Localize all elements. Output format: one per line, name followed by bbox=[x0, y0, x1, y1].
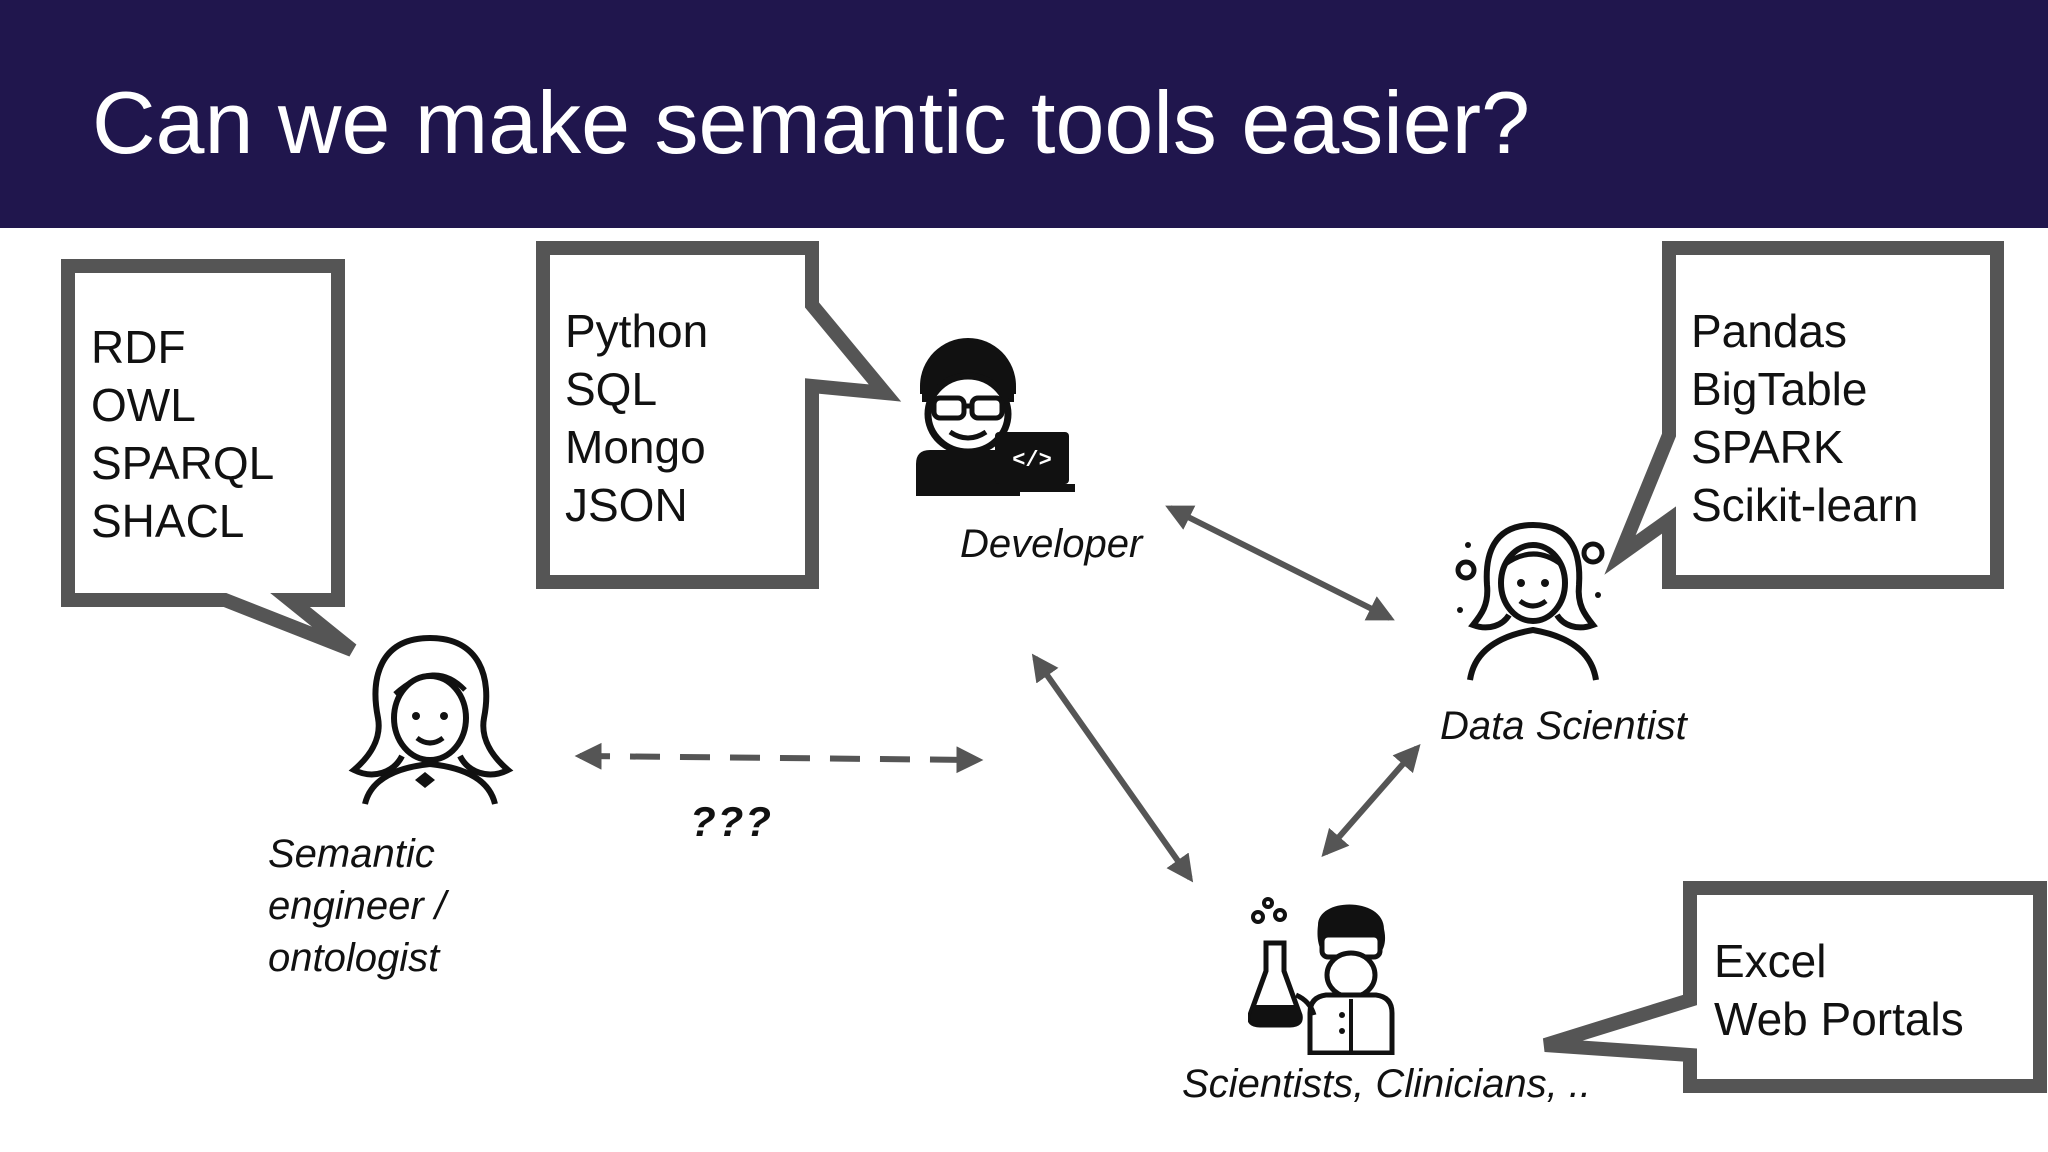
bubble-item: Mongo bbox=[565, 421, 706, 473]
bubble-item: Scikit-learn bbox=[1691, 479, 1919, 531]
data-scientist-person-icon bbox=[1455, 522, 1605, 681]
bubble-text-scientists: Excel Web Portals bbox=[1714, 932, 1964, 1048]
ontologist-person-icon bbox=[348, 635, 514, 805]
role-line: engineer / bbox=[268, 884, 446, 928]
unknown-connection-label: ??? bbox=[690, 798, 773, 845]
bubble-item: Python bbox=[565, 305, 709, 357]
bubble-item: RDF bbox=[91, 321, 186, 373]
bubble-item: SHACL bbox=[91, 495, 245, 547]
slide-title: Can we make semantic tools easier? bbox=[92, 73, 1530, 172]
bubble-item: BigTable bbox=[1691, 363, 1868, 415]
bubble-text-developer: Python SQL Mongo JSON bbox=[565, 302, 708, 534]
role-label-developer: Developer bbox=[960, 522, 1143, 566]
bubble-item: JSON bbox=[565, 479, 688, 531]
bubble-item: SQL bbox=[565, 363, 658, 415]
speech-bubble-developer bbox=[536, 241, 902, 589]
role-label-scientists: Scientists, Clinicians, .. bbox=[1182, 1062, 1592, 1106]
title-banner bbox=[0, 0, 2048, 228]
scientist-flask-icon bbox=[1248, 897, 1395, 1055]
speech-bubble-scientists bbox=[1542, 881, 2047, 1093]
arrow-developer-datascientist bbox=[1165, 505, 1395, 621]
speech-bubble-data-scientist bbox=[1604, 241, 2004, 589]
role-label-semantic-engineer: Semantic engineer / ontologist bbox=[268, 828, 446, 984]
role-label-data-scientist: Data Scientist bbox=[1440, 704, 1687, 748]
bubble-item: Excel bbox=[1714, 935, 1827, 987]
developer-person-laptop-icon: </> bbox=[916, 338, 1075, 496]
dashed-arrow-unknown-link bbox=[574, 742, 984, 774]
svg-text:</>: </> bbox=[1012, 448, 1052, 473]
bubble-item: OWL bbox=[91, 379, 196, 431]
bubble-item: SPARK bbox=[1691, 421, 1844, 473]
bubble-item: SPARQL bbox=[91, 437, 275, 489]
arrow-developer-scientists bbox=[1031, 653, 1194, 883]
role-line: ontologist bbox=[268, 936, 440, 980]
role-line: Semantic bbox=[268, 832, 435, 876]
bubble-item: Pandas bbox=[1691, 305, 1848, 357]
bubble-text-data-scientist: Pandas BigTable SPARK Scikit-learn bbox=[1691, 302, 1919, 534]
bubble-item: Web Portals bbox=[1714, 993, 1964, 1045]
bubble-text-semantic: RDF OWL SPARQL SHACL bbox=[91, 318, 274, 550]
arrow-datascientist-scientists bbox=[1321, 743, 1421, 858]
speech-bubble-semantic bbox=[61, 259, 357, 657]
